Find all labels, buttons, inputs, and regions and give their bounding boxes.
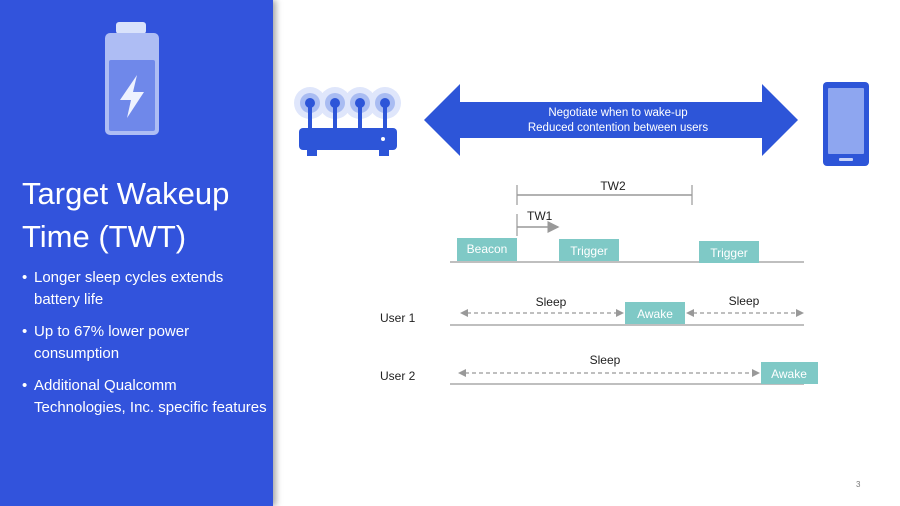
slide-title: Target Wakeup Time (TWT): [22, 176, 230, 254]
bullet-item: Longer sleep cycles extends battery life: [22, 267, 267, 311]
user1-sleep-right-label: Sleep: [729, 294, 760, 308]
user1-label: User 1: [380, 311, 416, 325]
user2-sleep-label: Sleep: [590, 353, 621, 367]
page-number: 3: [856, 480, 861, 489]
bullet-item: Additional Qualcomm Technologies, Inc. s…: [22, 375, 267, 419]
beacon-label: Beacon: [467, 242, 508, 256]
trigger-label-2: Trigger: [710, 246, 748, 260]
battery-charging-icon: [105, 22, 159, 135]
twt-diagram: Negotiate when to wake-up Reduced conten…: [294, 82, 869, 385]
sidebar-panel: Target Wakeup Time (TWT) Longer sleep cy…: [0, 0, 273, 506]
bullet-list: Longer sleep cycles extends battery life…: [22, 267, 267, 429]
user2-awake-block: [761, 362, 818, 384]
tw2-label: TW2: [600, 179, 626, 193]
wifi-router-icon: [294, 87, 401, 156]
negotiation-double-arrow: [424, 84, 798, 156]
trigger-frame-1: [559, 239, 619, 261]
tw1-bracket: [516, 214, 560, 236]
user1-awake-block: [625, 302, 685, 324]
beacon-frame: [457, 238, 517, 261]
trigger-label-1: Trigger: [570, 244, 608, 258]
tw1-label: TW1: [527, 209, 553, 223]
user1-awake-label: Awake: [637, 307, 673, 321]
user2-sleep-arrow: [458, 369, 760, 377]
arrow-text-line2: Reduced contention between users: [528, 122, 709, 134]
bullet-item: Up to 67% lower power consumption: [22, 321, 267, 365]
user1-sleep-arrow-right: [686, 309, 804, 317]
trigger-frame-2: [699, 241, 759, 263]
user1-sleep-left-label: Sleep: [536, 295, 567, 309]
user2-label: User 2: [380, 369, 416, 383]
user2-awake-label: Awake: [771, 367, 807, 381]
user1-sleep-arrow-left: [460, 309, 624, 317]
smartphone-icon: [823, 82, 869, 166]
arrow-text-line1: Negotiate when to wake-up: [548, 107, 687, 119]
tw2-bracket: [516, 185, 693, 205]
